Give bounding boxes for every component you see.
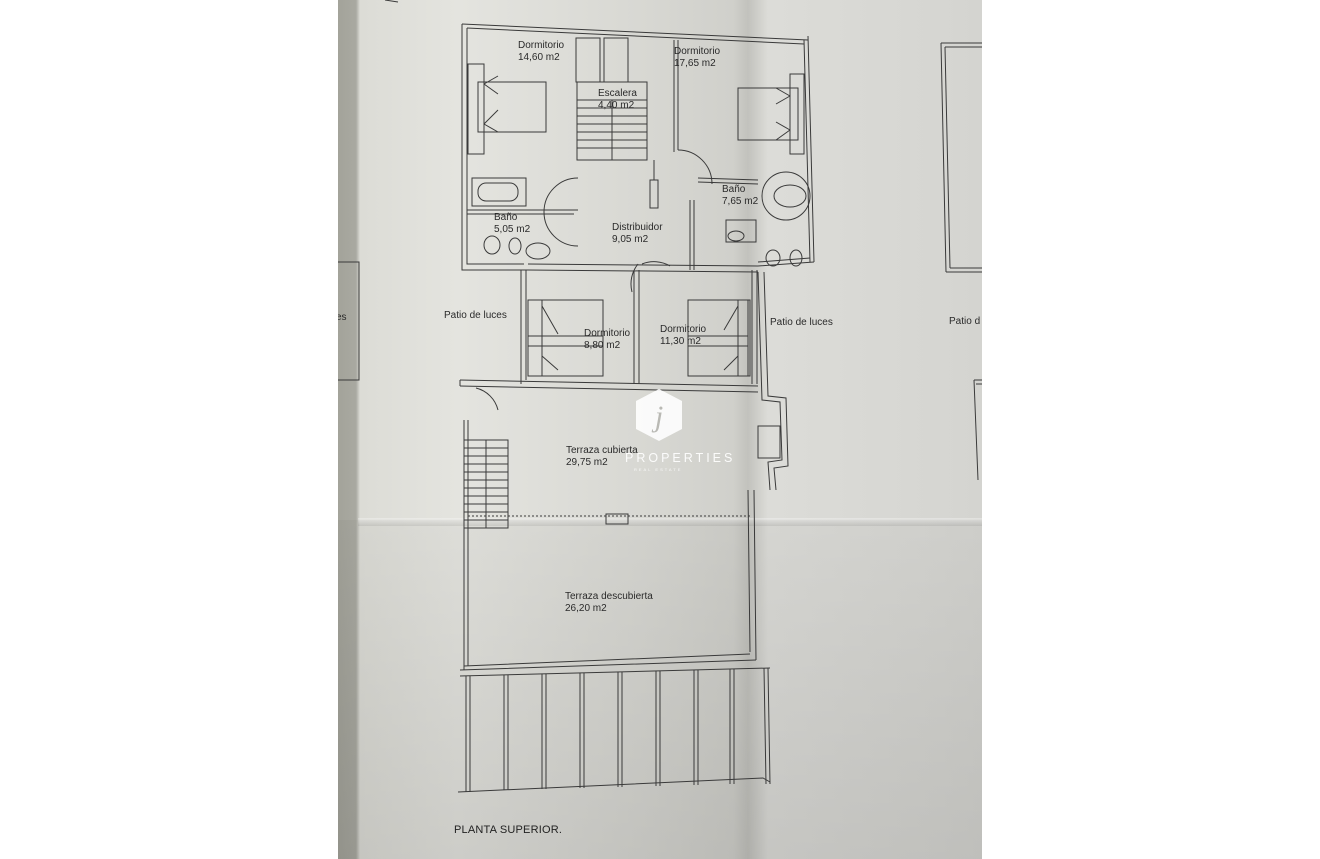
room-area: 7,65 m2 [722, 196, 759, 207]
room-name: Dormitorio [584, 328, 631, 339]
room-name: Baño [722, 184, 746, 195]
room-area: 14,60 m2 [518, 52, 560, 63]
room-name: Terraza cubierta [566, 445, 638, 456]
room-name: Terraza descubierta [565, 591, 653, 602]
room-label-bano-1: Baño 5,05 m2 [494, 212, 530, 236]
plan-title: PLANTA SUPERIOR. [454, 824, 563, 836]
room-area: 5,05 m2 [494, 224, 531, 235]
room-name: Baño [494, 212, 518, 223]
room-label-dormitorio-4: Dormitorio 11,30 m2 [660, 324, 706, 348]
room-label-dormitorio-1: Dormitorio 14,60 m2 [518, 40, 564, 64]
adjacent-plan-left [338, 261, 360, 381]
room-area: 9,05 m2 [612, 234, 649, 245]
pergola-beams [465, 667, 771, 792]
room-label-terraza-cubierta: Terraza cubierta 29,75 m2 [566, 445, 638, 469]
room-label-dormitorio-3: Dormitorio 8,80 m2 [584, 328, 630, 352]
watermark-subtitle: REAL ESTATE [634, 467, 683, 472]
room-label-terraza-descubierta: Terraza descubierta 26,20 m2 [565, 591, 653, 615]
room-area: 29,75 m2 [566, 457, 608, 468]
room-name: Dormitorio [518, 40, 565, 51]
patio-label-right: Patio de luces [770, 317, 833, 328]
room-name: Distribuidor [612, 222, 663, 233]
room-area: 17,65 m2 [674, 58, 716, 69]
room-name: Escalera [598, 88, 637, 99]
floor-plan-drawing [338, 0, 982, 793]
room-name: Dormitorio [660, 324, 707, 335]
floor-plan-photo: Dormitorio 14,60 m2 Dormitorio 17,65 m2 … [338, 0, 982, 859]
room-area: 8,80 m2 [584, 340, 621, 351]
patio-label-left: Patio de luces [444, 310, 507, 321]
room-area: 4,40 m2 [598, 100, 635, 111]
room-label-dormitorio-2: Dormitorio 17,65 m2 [674, 46, 720, 70]
patio-label-adjacent-right: Patio d [949, 316, 981, 327]
room-label-distribuidor: Distribuidor 9,05 m2 [612, 222, 663, 246]
paper-fold [358, 518, 982, 526]
watermark-logo-icon: j [636, 389, 682, 441]
watermark-brand: PROPERTIES [625, 451, 736, 465]
room-label-bano-2: Baño 7,65 m2 [722, 184, 758, 208]
room-area: 26,20 m2 [565, 603, 607, 614]
adjacent-plan-right [940, 42, 982, 273]
svg-text:j: j [651, 400, 663, 433]
room-name: Dormitorio [674, 46, 721, 57]
room-area: 11,30 m2 [660, 336, 701, 347]
room-label-escalera: Escalera 4,40 m2 [598, 88, 637, 112]
patio-label-adjacent-left: es [338, 312, 347, 323]
